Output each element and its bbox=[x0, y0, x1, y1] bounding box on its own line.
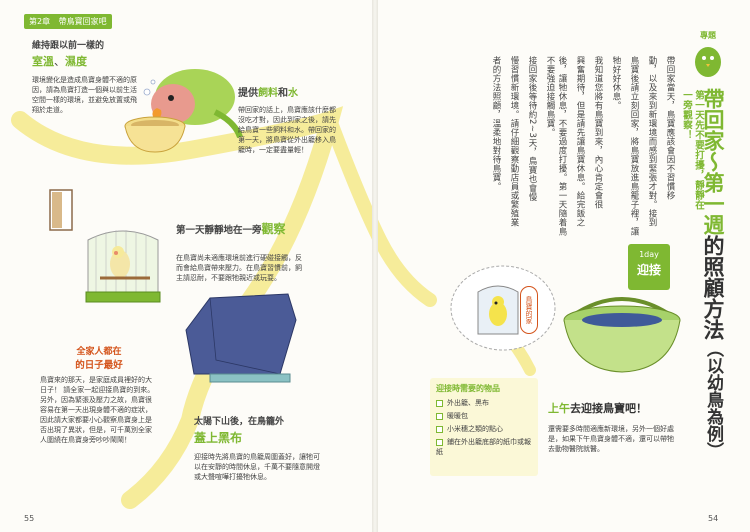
items-box-title: 迎接時需要的物品 bbox=[436, 384, 500, 393]
page-number-left: 55 bbox=[24, 514, 35, 523]
carrier-bag-illustration bbox=[563, 297, 681, 373]
body-column: 帶回家當天，鳥寶應該會因不習慣移 bbox=[665, 56, 675, 200]
section-observe: 第一天靜靜地在一旁觀察 在鳥寶尚未適應環境前進行硬碰接觸，反而會給鳥寶帶來壓力。… bbox=[176, 220, 306, 283]
page-number-right: 54 bbox=[708, 514, 719, 523]
item-row: 小米穗之類的點心 bbox=[436, 424, 532, 434]
title-part-tilde: ～ bbox=[701, 151, 725, 172]
checkbox-icon bbox=[436, 438, 443, 446]
body-column: 興奮期待，但是請先讓鳥寶休息。給完飯之 bbox=[575, 56, 585, 227]
body-column: 牠好好休息。 bbox=[611, 56, 621, 110]
checkbox-icon bbox=[436, 425, 443, 433]
body-column: 我知道您將有鳥寶到來，內心肯定會很 bbox=[593, 56, 603, 209]
keyword-water: 水 bbox=[288, 88, 298, 99]
keyword-humidity: 濕度 bbox=[65, 55, 87, 68]
book-gutter bbox=[372, 0, 378, 532]
checkbox-icon bbox=[436, 399, 443, 407]
keyword-observe: 觀察 bbox=[261, 222, 286, 236]
section-title-line1: 全家人都在 bbox=[76, 347, 122, 357]
body-column: 慢習慣新環境。請仔細觀察動店員或繁殖業 bbox=[509, 56, 519, 227]
oneday-text: 迎接 bbox=[636, 263, 661, 277]
keyword-morning: 上午 bbox=[548, 402, 570, 415]
oneday-label: 1day bbox=[639, 250, 659, 259]
section-body: 帶回家的話上，鳥寶應該什麼都沒吃才對，因此到家之後，請先給鳥寶一些飼料和水。帶回… bbox=[238, 106, 336, 154]
title-part-example: （以幼鳥為例） bbox=[703, 340, 723, 459]
section-title-line2: 的日子最好 bbox=[75, 360, 123, 371]
morning-title-rest: 去迎接鳥寶吧！ bbox=[570, 402, 647, 415]
tag-label: 鳥寶的家 bbox=[520, 286, 538, 334]
thought-bubble-illustration bbox=[450, 265, 556, 351]
section-morning: 上午去迎接鳥寶吧！ 還需要多時間適應新環境，另外一個好處是，如果下午鳥寶身體不適… bbox=[548, 400, 678, 454]
covered-cage-illustration bbox=[185, 293, 297, 383]
door-illustration bbox=[49, 189, 73, 231]
bird-mascot-icon bbox=[695, 47, 721, 77]
section-body: 環境變化是造成鳥寶身體不適的原因，請為鳥寶打造一個與以前生活空間一樣的環境，並避… bbox=[32, 76, 137, 114]
section-title-line1: 維持跟以前一樣的 bbox=[32, 41, 105, 51]
items-needed-box: 迎接時需要的物品 外出籠、黑布 暖暖包 小米穗之類的點心 鋪在外出籠底部的紙巾或… bbox=[430, 378, 538, 476]
keyword-cover-black-cloth: 蓋上黑布 bbox=[194, 431, 243, 445]
cage-illustration bbox=[85, 230, 161, 303]
section-tag: 專題 bbox=[700, 31, 716, 40]
keyword-food: 飼料 bbox=[258, 88, 278, 99]
keyword-temperature: 室溫 bbox=[32, 55, 54, 68]
body-column: 鳥寶後請立刻回家，將鳥寶放進鳥籠子裡，讓 bbox=[629, 56, 639, 236]
section-body: 迎接時先將鳥寶的鳥籠周圍蓋好，讓牠可以在安靜的時間休息，千萬不要隨意開燈或大聲喧… bbox=[194, 453, 320, 481]
item-label: 小米穗之類的點心 bbox=[447, 425, 503, 433]
item-label: 暖暖包 bbox=[447, 412, 468, 420]
title-part-first-week: 第一週 bbox=[701, 172, 725, 235]
chapter-title: 帶鳥寶回家吧 bbox=[58, 17, 107, 26]
sub-title: 第一天先不要打擾，靜靜在一旁觀察！ bbox=[681, 90, 704, 210]
section-body: 還需要多時間適應新環境，另外一個好處是，如果下午鳥寶身體不適，還可以帶牠去動物醫… bbox=[548, 425, 674, 453]
oneday-badge: 1day 迎接 bbox=[628, 244, 670, 290]
section-family: 全家人都在 的日子最好 鳥寶來的那天，是家庭成員裡好的大日子！ 請全家一起迎接鳥… bbox=[40, 344, 158, 445]
item-row: 鋪在外出籠底部的紙巾或報紙 bbox=[436, 437, 532, 457]
section-temperature: 維持跟以前一樣的 室溫、濕度 環境變化是造成鳥寶身體不適的原因，請為鳥寶打造一個… bbox=[32, 38, 142, 115]
item-label: 鋪在外出籠底部的紙巾或報紙 bbox=[436, 438, 531, 456]
body-column: 接回家後等待約2∼3天，鳥寶也會慢 bbox=[527, 56, 537, 202]
title-text: 第一天靜靜地在一旁 bbox=[176, 225, 262, 236]
body-column: 者的方法照顧，溫柔地對待鳥寶。 bbox=[491, 56, 501, 191]
section-cover-cloth: 太陽下山後，在鳥籠外 蓋上黑布 迎接時先將鳥寶的鳥籠周圍蓋好，讓牠可以在安靜的時… bbox=[194, 414, 324, 482]
body-column: 動，以及來到新環境而感到緊張才對。接到 bbox=[647, 56, 657, 227]
body-column: 後，讓牠休息，不要過度打擾。第一天隨着鳥不要強迫接觸鳥寶。 bbox=[545, 56, 567, 236]
chapter-badge: 第2章 帶鳥寶回家吧 bbox=[24, 14, 112, 29]
section-body: 鳥寶來的那天，是家庭成員裡好的大日子！ 請全家一起迎接鳥寶的到來。另外，因為緊張… bbox=[40, 376, 155, 444]
title-text: 提供 bbox=[238, 88, 258, 99]
item-row: 暖暖包 bbox=[436, 411, 532, 421]
main-title: 帶回家～第一週的照顧方法（以幼鳥為例） bbox=[694, 88, 728, 459]
title-part-bring-home: 帶回家 bbox=[701, 88, 725, 151]
item-label: 外出籠、黑布 bbox=[447, 399, 489, 407]
separator: 、 bbox=[54, 55, 65, 68]
section-title-line1: 太陽下山後，在鳥籠外 bbox=[194, 417, 285, 427]
section-food-water: 提供飼料和水 帶回家的話上，鳥寶應該什麼都沒吃才對，因此到家之後，請先給鳥寶一些… bbox=[238, 84, 338, 155]
item-row: 外出籠、黑布 bbox=[436, 398, 532, 408]
checkbox-icon bbox=[436, 412, 443, 420]
section-body: 在鳥寶尚未適應環境前進行硬碰接觸，反而會給鳥寶帶來壓力。在鳥寶習慣前，飼主請忍耐… bbox=[176, 254, 302, 282]
chapter-label: 第2章 bbox=[29, 17, 51, 26]
intro-body: 帶回家當天，鳥寶應該會因不習慣移 動，以及來到新環境而感到緊張才對。接到 鳥寶後… bbox=[491, 56, 676, 241]
title-text: 和 bbox=[278, 88, 288, 99]
title-part-care-method: 的照顧方法 bbox=[701, 235, 725, 340]
food-bowl-illustration bbox=[124, 116, 186, 153]
